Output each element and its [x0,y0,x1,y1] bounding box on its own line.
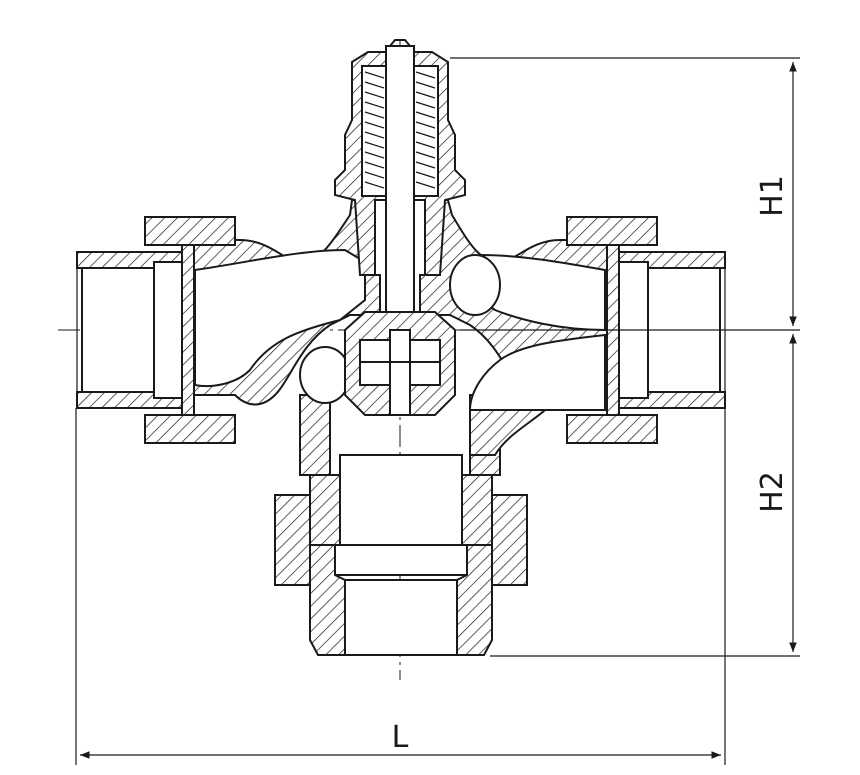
spring-coils [364,71,436,189]
right-union-fitting [566,216,726,444]
dimension-h2: H2 [490,334,800,657]
dimension-l: L [75,408,726,765]
dimension-l-label: L [392,720,409,755]
dimension-h1: H1 [450,57,800,331]
valve-body [184,199,616,476]
dimension-h2-label: H2 [755,471,790,513]
valve-plug [344,311,456,416]
valve-stem [385,45,415,337]
valve-bonnet [334,39,466,337]
left-union-fitting [76,216,236,444]
dimension-h1-label: H1 [755,175,790,217]
bottom-union-fitting [274,454,528,656]
